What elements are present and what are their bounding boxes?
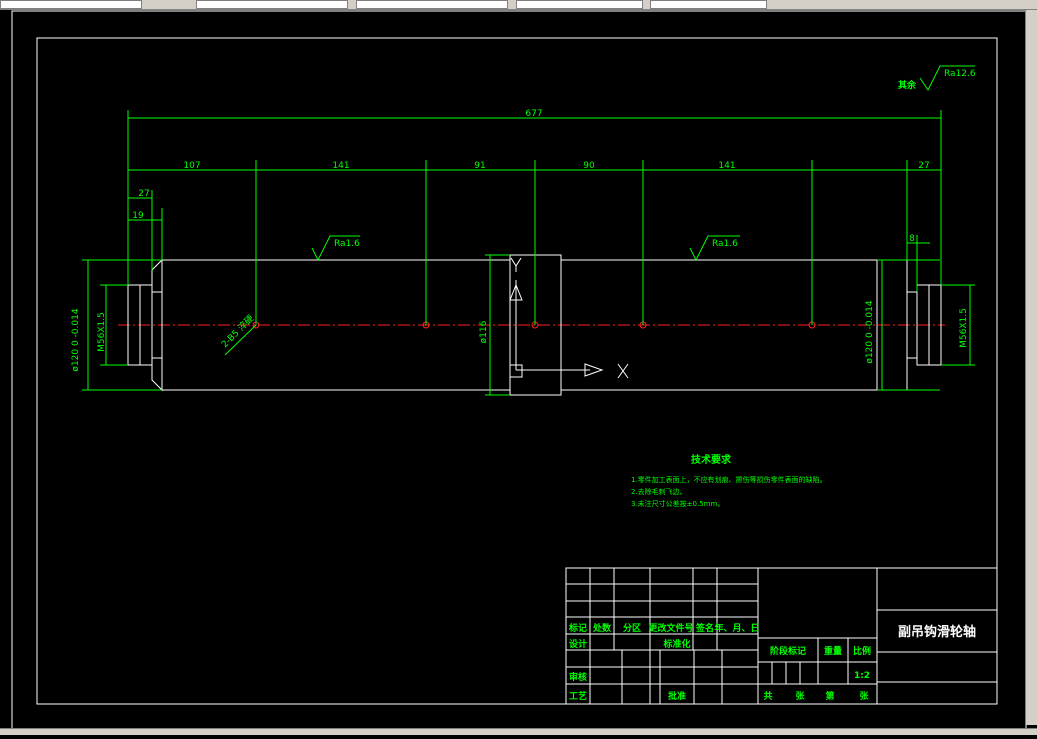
tb-standard: 标准化: [662, 638, 690, 650]
tb-review: 审核: [569, 671, 587, 683]
cad-canvas[interactable]: 677 107 141 91 90 141 27 27 19 8 ø120 0 …: [0, 10, 1037, 735]
thread-right: M56X1.5: [959, 308, 969, 348]
toolbar-field-6[interactable]: [775, 0, 1037, 7]
roughness-symbol-left: [311, 235, 360, 262]
status-bar: [0, 728, 1037, 735]
tech-line-2: 2.去除毛刺飞边。: [631, 487, 687, 496]
tb-count: 处数: [592, 622, 612, 634]
chamfer-note: 2-B5 淬硬: [219, 312, 257, 350]
toolbar-field-1[interactable]: [0, 0, 142, 9]
roughness-symbol-right: [689, 235, 740, 262]
dimension-lines: [82, 117, 975, 396]
toolbar-field-2[interactable]: [196, 0, 348, 9]
tb-weight: 重量: [824, 645, 842, 657]
tb-page-unit: 张: [859, 690, 869, 702]
toolbar-field-5[interactable]: [650, 0, 767, 9]
toolbar: [0, 0, 1037, 10]
tb-sign: 签名: [695, 622, 714, 634]
dim-3: 91: [474, 161, 485, 171]
roughness-right: Ra1.6: [712, 239, 738, 249]
tech-line-3: 3.未注尺寸公差按±0.5mm。: [631, 499, 724, 508]
dia-center: ø116: [479, 320, 489, 343]
tb-stage: 阶段标记: [770, 645, 806, 657]
tb-mark: 标记: [568, 622, 587, 634]
vertical-scrollbar[interactable]: [1025, 10, 1037, 725]
roughness-symbol-other: [919, 65, 975, 91]
drawing-frame: [36, 37, 998, 705]
dim-2: 141: [332, 161, 349, 171]
roughness-left: Ra1.6: [334, 239, 360, 249]
dim-overall: 677: [525, 109, 542, 119]
dim-left-27: 27: [138, 189, 149, 199]
extension-lines: [127, 110, 942, 325]
dim-1: 107: [183, 161, 200, 171]
tb-design: 设计: [569, 638, 587, 650]
tb-sheet: 张: [795, 690, 805, 702]
tb-scale-value: 1:2: [854, 671, 870, 681]
part-name: 副吊钩滑轮轴: [898, 624, 976, 640]
dim-5: 141: [718, 161, 735, 171]
dia-right-body: ø120 0 -0.014: [865, 300, 875, 363]
tb-approve: 批准: [668, 690, 686, 702]
tb-doc-no: 更改文件号: [648, 622, 693, 634]
title-block-grid: [565, 567, 998, 705]
tb-total: 共: [763, 690, 772, 702]
dim-left-19: 19: [132, 211, 144, 221]
tech-title: 技术要求: [691, 453, 732, 466]
toolbar-field-3[interactable]: [356, 0, 508, 9]
thread-left: M56X1.5: [97, 312, 107, 352]
roughness-other-label: 其余: [898, 79, 917, 91]
dim-right-8: 8: [909, 234, 915, 244]
dim-6: 27: [918, 161, 929, 171]
tb-date: 年、月、日: [714, 622, 759, 634]
roughness-other-value: Ra12.6: [944, 69, 976, 79]
tb-process: 工艺: [569, 690, 587, 702]
tb-scale: 比例: [853, 645, 871, 657]
ucs-icon: [509, 257, 629, 379]
toolbar-field-4[interactable]: [516, 0, 643, 9]
tech-line-1: 1.零件加工表面上，不应有划痕、擦伤等损伤零件表面的缺陷。: [631, 475, 827, 484]
tb-zone: 分区: [623, 622, 641, 634]
dia-left-body: ø120 0 -0.014: [71, 308, 81, 371]
dim-4: 90: [583, 161, 595, 171]
tb-page: 第: [825, 690, 834, 702]
